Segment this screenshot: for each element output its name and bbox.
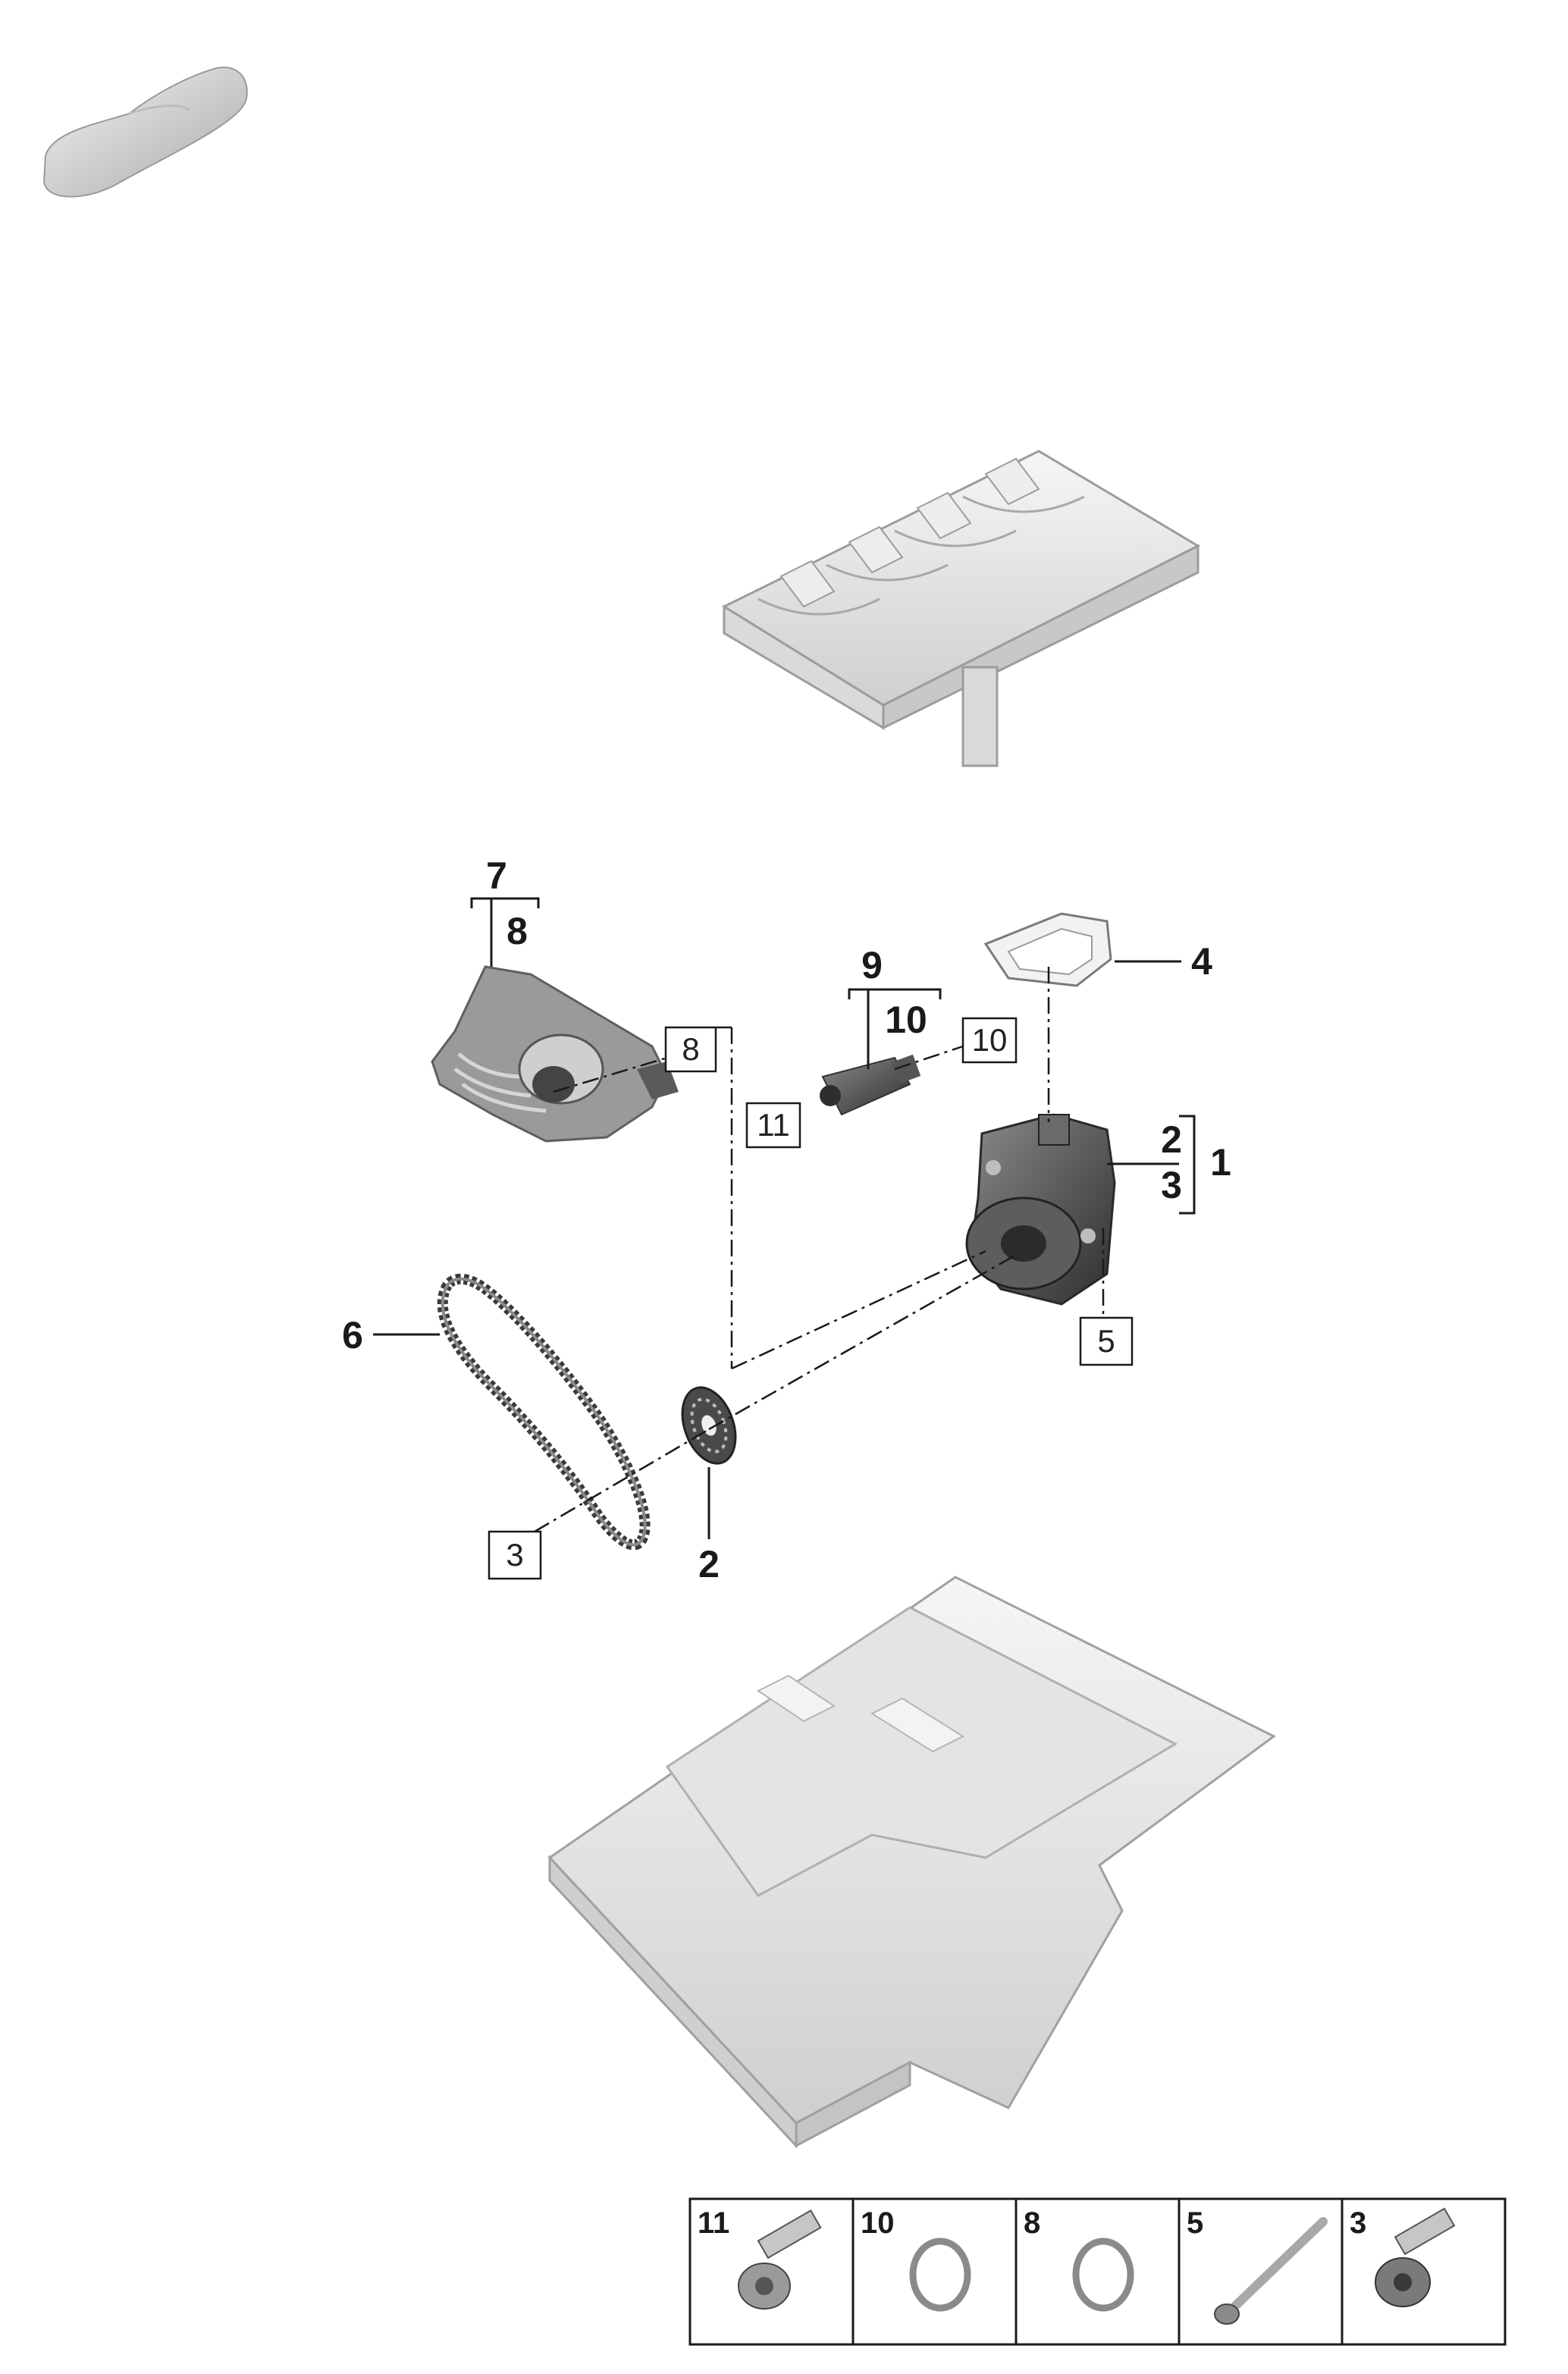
o-ring-icon — [1072, 2238, 1134, 2312]
callout-2-upper: 2 — [1161, 1118, 1182, 1161]
callout-6: 6 — [342, 1314, 363, 1356]
vehicle-thumbnail-icon — [42, 66, 248, 198]
ref-box-10: 10 — [961, 1017, 1018, 1064]
callout-labels: 7 8 9 10 4 2 3 1 6 2 — [342, 855, 1231, 1585]
oil-pressure-valve-part — [820, 1054, 921, 1116]
gasket-part — [983, 912, 1112, 987]
oil-pan-upper-part — [721, 450, 1201, 767]
callout-7: 7 — [486, 855, 507, 897]
svg-text:10: 10 — [972, 1022, 1008, 1058]
svg-text:5: 5 — [1097, 1323, 1115, 1359]
legend-cell-8: 8 — [1024, 2206, 1134, 2312]
ref-box-5: 5 — [1079, 1316, 1134, 1366]
flange-bolt-icon — [738, 2209, 822, 2310]
ref-box-3: 3 — [488, 1530, 542, 1580]
legend-cell-5: 5 — [1187, 2206, 1328, 2325]
oil-pan-lower-part — [547, 1576, 1276, 2149]
legend-cell-3: 3 — [1350, 2206, 1456, 2307]
o-ring-icon — [909, 2238, 971, 2312]
long-bolt-icon — [1214, 2217, 1328, 2325]
callout-10: 10 — [885, 999, 927, 1041]
callout-1: 1 — [1210, 1141, 1231, 1184]
oil-pump-housing-part — [431, 965, 679, 1143]
svg-text:8: 8 — [682, 1031, 699, 1067]
svg-text:11: 11 — [757, 1107, 790, 1143]
ref-box-8: 8 — [664, 1026, 717, 1073]
svg-text:3: 3 — [506, 1537, 523, 1573]
drive-chain-part — [437, 1273, 651, 1551]
svg-text:3: 3 — [1350, 2206, 1366, 2240]
callout-3-upper: 3 — [1161, 1164, 1182, 1206]
callout-4: 4 — [1191, 940, 1212, 983]
svg-text:10: 10 — [861, 2206, 895, 2240]
ref-box-11: 11 — [745, 1102, 801, 1149]
reference-boxes: 8 10 11 5 3 — [488, 1017, 1134, 1580]
shoulder-bolt-icon — [1375, 2207, 1456, 2307]
callout-9: 9 — [861, 944, 883, 986]
svg-text:11: 11 — [698, 2206, 729, 2240]
callout-8: 8 — [506, 910, 528, 952]
fastener-legend-table: 11 10 8 5 3 — [688, 2197, 1507, 2346]
alignment-lines — [534, 967, 1105, 1533]
svg-text:8: 8 — [1024, 2206, 1040, 2240]
legend-cell-11: 11 — [698, 2206, 822, 2310]
leader-lines — [373, 897, 1196, 1539]
sprocket-part — [681, 1386, 737, 1465]
svg-text:5: 5 — [1187, 2206, 1203, 2240]
callout-2-lower: 2 — [698, 1543, 720, 1585]
legend-cell-10: 10 — [861, 2206, 971, 2312]
oil-pump-part — [965, 1113, 1116, 1306]
